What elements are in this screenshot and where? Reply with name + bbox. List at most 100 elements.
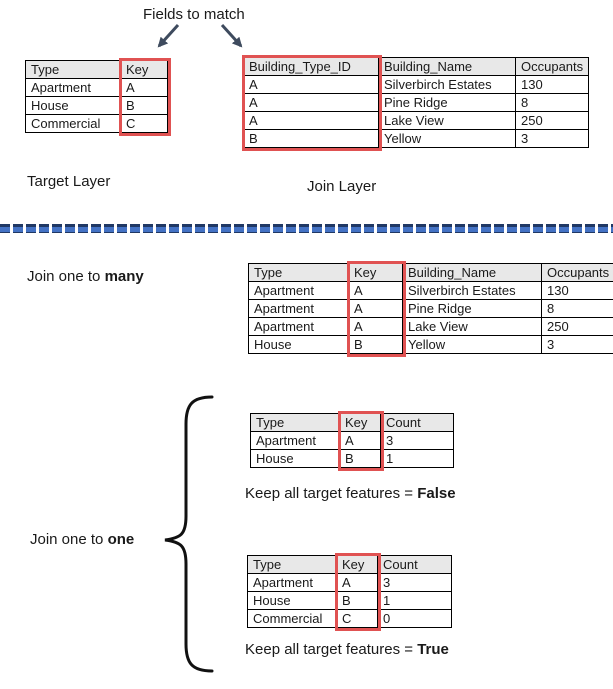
table-cell: Commercial — [25, 114, 121, 133]
column-header: Count — [377, 555, 452, 574]
keep-all-true-caption: Keep all target features = True — [245, 641, 449, 658]
table-cell: 130 — [541, 281, 613, 300]
table-cell: 8 — [515, 93, 589, 112]
table-cell: B — [348, 335, 403, 354]
table-cell: Apartment — [247, 573, 337, 592]
table-cell: 250 — [541, 317, 613, 336]
table-cell: 3 — [541, 335, 613, 354]
table-cell: House — [248, 335, 349, 354]
table-cell: 3 — [380, 431, 454, 450]
keep-all-true-bold: True — [417, 641, 449, 658]
table-cell: House — [250, 449, 340, 468]
table-cell: Silverbirch Estates — [378, 75, 516, 94]
keep-all-true-prefix: Keep all target features = — [245, 641, 418, 658]
curly-brace-icon — [164, 395, 214, 673]
column-header: Building_Name — [378, 57, 516, 76]
column-header: Key — [336, 555, 378, 574]
join-one-to-many-bold: many — [104, 268, 144, 285]
keep-all-false-prefix: Keep all target features = — [245, 485, 418, 502]
table-cell: A — [243, 111, 379, 130]
table-cell: 3 — [515, 129, 589, 148]
table-cell: Apartment — [25, 78, 121, 97]
table-cell: 1 — [380, 449, 454, 468]
table-cell: A — [243, 93, 379, 112]
table-cell: 0 — [377, 609, 452, 628]
table-cell: 1 — [377, 591, 452, 610]
column-header: Occupants — [541, 263, 613, 282]
fields-to-match-label: Fields to match — [143, 6, 245, 23]
join-one-to-many-label: Join one to many — [27, 268, 144, 285]
table-cell: 3 — [377, 573, 452, 592]
table-cell: House — [25, 96, 121, 115]
column-header: Building_Name — [402, 263, 542, 282]
column-header: Count — [380, 413, 454, 432]
column-header: Key — [339, 413, 381, 432]
table-cell: 8 — [541, 299, 613, 318]
table-cell: Pine Ridge — [378, 93, 516, 112]
table-cell: 250 — [515, 111, 589, 130]
join-one-to-one-label: Join one to one — [30, 531, 134, 548]
table-cell: House — [247, 591, 337, 610]
table-cell: A — [348, 281, 403, 300]
join-one-to-one-bold: one — [107, 531, 135, 548]
table-cell: Yellow — [402, 335, 542, 354]
table-cell: A — [348, 299, 403, 318]
column-header: Key — [120, 60, 168, 79]
column-header: Key — [348, 263, 403, 282]
table-cell: B — [339, 449, 381, 468]
table-cell: Commercial — [247, 609, 337, 628]
match-arrows-icon — [157, 23, 243, 48]
table-cell: Apartment — [248, 281, 349, 300]
column-header: Type — [248, 263, 349, 282]
table-cell: Silverbirch Estates — [402, 281, 542, 300]
table-cell: Apartment — [250, 431, 340, 450]
keep-all-false-bold: False — [417, 485, 456, 502]
column-header: Type — [250, 413, 340, 432]
table-cell: Apartment — [248, 317, 349, 336]
table-cell: C — [336, 609, 378, 628]
column-header: Occupants — [515, 57, 589, 76]
table-cell: B — [120, 96, 168, 115]
join-one-to-many-prefix: Join one to — [27, 268, 105, 285]
table-cell: Pine Ridge — [402, 299, 542, 318]
table-cell: 130 — [515, 75, 589, 94]
target-layer-label: Target Layer — [27, 173, 111, 190]
table-cell: A — [339, 431, 381, 450]
column-header: Building_Type_ID — [243, 57, 379, 76]
column-header: Type — [247, 555, 337, 574]
join-one-to-one-prefix: Join one to — [30, 531, 108, 548]
table-cell: A — [120, 78, 168, 97]
table-cell: Apartment — [248, 299, 349, 318]
table-cell: Lake View — [378, 111, 516, 130]
table-cell: A — [348, 317, 403, 336]
table-cell: Yellow — [378, 129, 516, 148]
table-cell: B — [243, 129, 379, 148]
keep-all-false-caption: Keep all target features = False — [245, 485, 456, 502]
